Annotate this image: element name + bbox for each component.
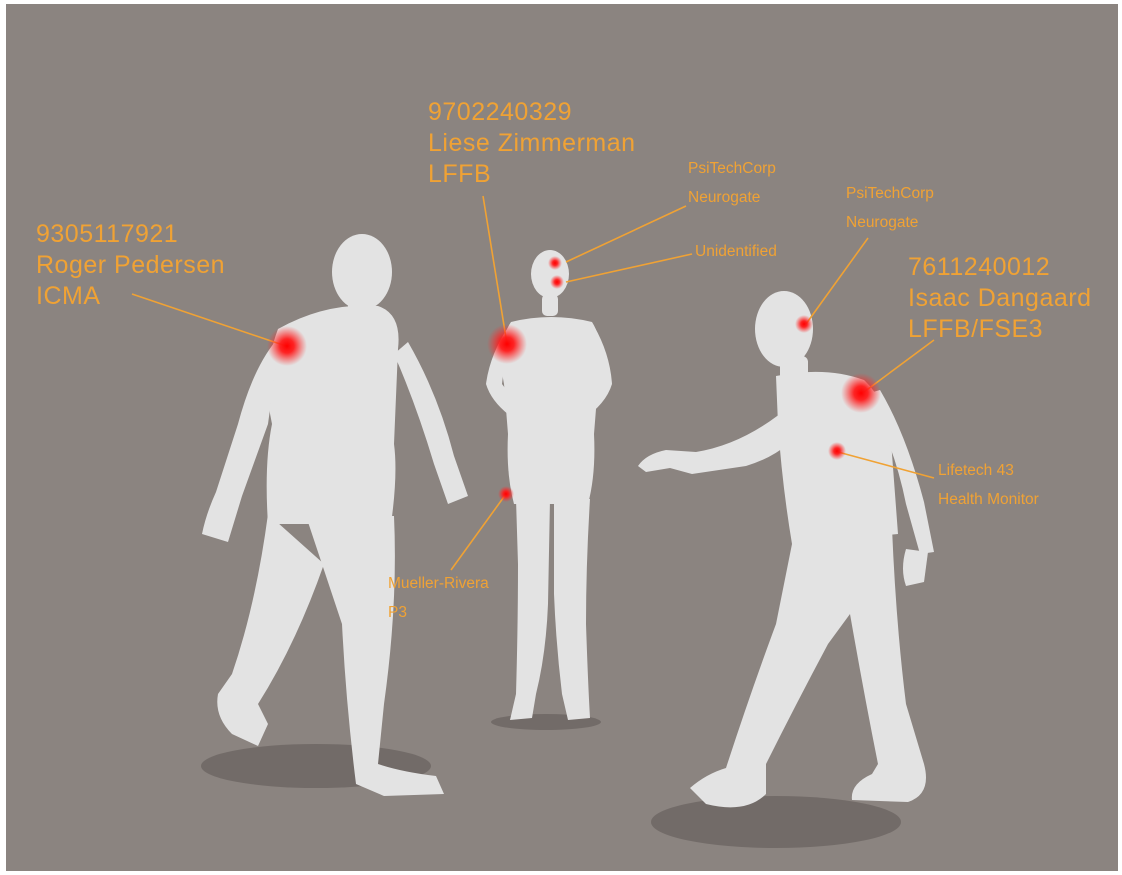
implant-maker: PsiTechCorp [846, 179, 934, 208]
person-label-roger: 9305117921 Roger Pedersen ICMA [36, 219, 225, 312]
implant-label-woman-leg: Mueller-Rivera P3 [388, 569, 489, 627]
implant-model: P3 [388, 598, 489, 627]
marker-liese-head-2 [550, 275, 564, 289]
person-id: 9305117921 [36, 219, 225, 250]
implant-maker: PsiTechCorp [688, 154, 776, 183]
figure-right-man [638, 291, 934, 807]
implant-model: Health Monitor [938, 485, 1039, 514]
implant-label-woman-head-1: PsiTechCorp Neurogate [688, 154, 776, 212]
implant-model: Neurogate [846, 208, 934, 237]
implant-maker: Unidentified [695, 237, 777, 266]
implant-model: Neurogate [688, 183, 776, 212]
implant-label-woman-head-2: Unidentified [695, 237, 777, 266]
person-name: Isaac Dangaard [908, 283, 1092, 314]
shadow-right [651, 796, 901, 848]
person-label-liese: 9702240329 Liese Zimmerman LFFB [428, 97, 636, 190]
person-name: Liese Zimmerman [428, 128, 636, 159]
marker-isaac-head [795, 315, 813, 333]
person-name: Roger Pedersen [36, 250, 225, 281]
person-code: LFFB [428, 159, 636, 190]
figure-left-man [202, 234, 468, 796]
person-id: 9702240329 [428, 97, 636, 128]
marker-liese-head-1 [548, 256, 562, 270]
figure-center-woman [486, 250, 612, 720]
marker-liese-leg [498, 486, 514, 502]
implant-label-man-chest: Lifetech 43 Health Monitor [938, 456, 1039, 514]
implant-maker: Mueller-Rivera [388, 569, 489, 598]
marker-roger-shoulder [267, 326, 307, 366]
person-code: LFFB/FSE3 [908, 314, 1092, 345]
scene: 9305117921 Roger Pedersen ICMA 970224032… [6, 4, 1118, 871]
marker-liese-shoulder [487, 324, 527, 364]
implant-label-man-head: PsiTechCorp Neurogate [846, 179, 934, 237]
person-id: 7611240012 [908, 252, 1092, 283]
marker-isaac-chest [828, 442, 846, 460]
implant-maker: Lifetech 43 [938, 456, 1039, 485]
person-code: ICMA [36, 281, 225, 312]
marker-isaac-shoulder [841, 373, 881, 413]
person-label-isaac: 7611240012 Isaac Dangaard LFFB/FSE3 [908, 252, 1092, 345]
